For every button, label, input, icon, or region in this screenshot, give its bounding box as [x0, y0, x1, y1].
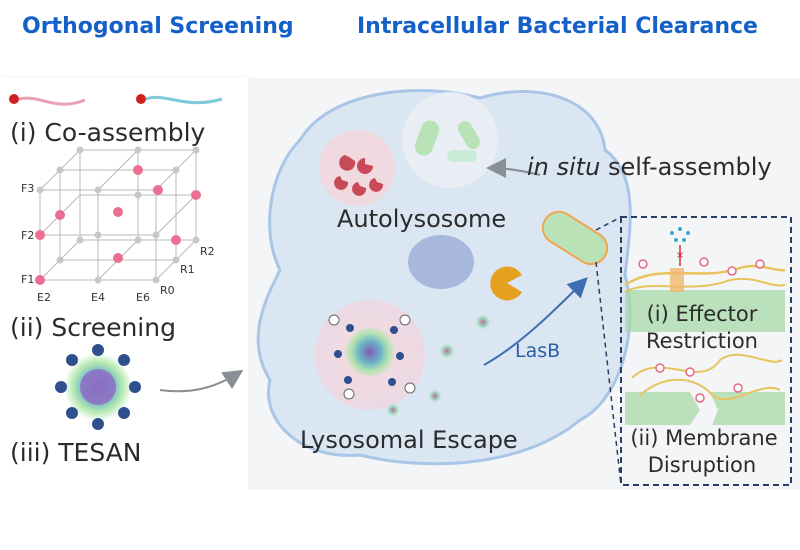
- lasb-arrow: [483, 277, 588, 366]
- bacterium-assembled: [541, 210, 609, 266]
- insitu-rest: self-assembly: [600, 153, 772, 181]
- tesan-to-cell-arrow: [159, 369, 244, 393]
- zoom-line-top: [595, 216, 622, 231]
- cube-nodes: [35, 146, 201, 285]
- protons: [328, 314, 416, 400]
- axis-label-r2: R2: [200, 245, 215, 258]
- lysosomal-escape-label: Lysosomal Escape: [300, 426, 518, 454]
- screening-label: (ii) Screening: [10, 313, 176, 342]
- autolysosome: [319, 92, 498, 206]
- membrane-label-line1: (ii) Membrane: [630, 426, 778, 450]
- tesan-charges: [55, 344, 141, 430]
- axis-label-e2: E2: [37, 291, 51, 304]
- effector-label-line1: (i) Effector: [646, 302, 758, 326]
- axis-label-f3: F3: [21, 182, 35, 195]
- lysosome: [315, 300, 425, 410]
- insitu-assembly-label: in situ self-assembly: [527, 153, 772, 181]
- mechanism-box: [620, 216, 792, 486]
- nucleus: [408, 235, 474, 289]
- insitu-arrow: [486, 158, 541, 179]
- coassembly-label: (i) Co-assembly: [10, 118, 206, 147]
- orthogonal-screening-title: Orthogonal Screening: [22, 14, 294, 39]
- svg-text:×: ×: [676, 248, 683, 262]
- membrane-disruption-art: [625, 353, 785, 425]
- bottom-margin: [0, 490, 800, 550]
- axis-label-r0: R0: [160, 284, 175, 297]
- axis-label-e6: E6: [136, 291, 150, 304]
- axis-label-f1: F1: [21, 273, 35, 286]
- zoom-line-bottom: [595, 261, 622, 486]
- intracellular-clearance-title: Intracellular Bacterial Clearance: [357, 14, 758, 39]
- insitu-italic: in situ: [527, 153, 601, 181]
- axis-label-f2: F2: [21, 229, 35, 242]
- membrane-label-line2: Disruption: [647, 453, 757, 477]
- lasb-label: LasB: [515, 340, 561, 362]
- coassembly-molecule-2: [136, 94, 223, 105]
- axis-label-r1: R1: [180, 263, 195, 276]
- lysosome-charges: [334, 324, 404, 386]
- effector-restriction-art: ×: [624, 227, 786, 332]
- effector-label-line2: Restriction: [646, 329, 758, 353]
- tesan-nanoparticle: [64, 353, 132, 421]
- autolysosome-label: Autolysosome: [337, 205, 507, 233]
- escaped-particles: [386, 314, 491, 417]
- tesan-label: (iii) TESAN: [10, 438, 142, 467]
- coassembly-molecule-1: [9, 94, 86, 106]
- axis-label-e4: E4: [91, 291, 105, 304]
- lasb-enzyme: [490, 266, 522, 301]
